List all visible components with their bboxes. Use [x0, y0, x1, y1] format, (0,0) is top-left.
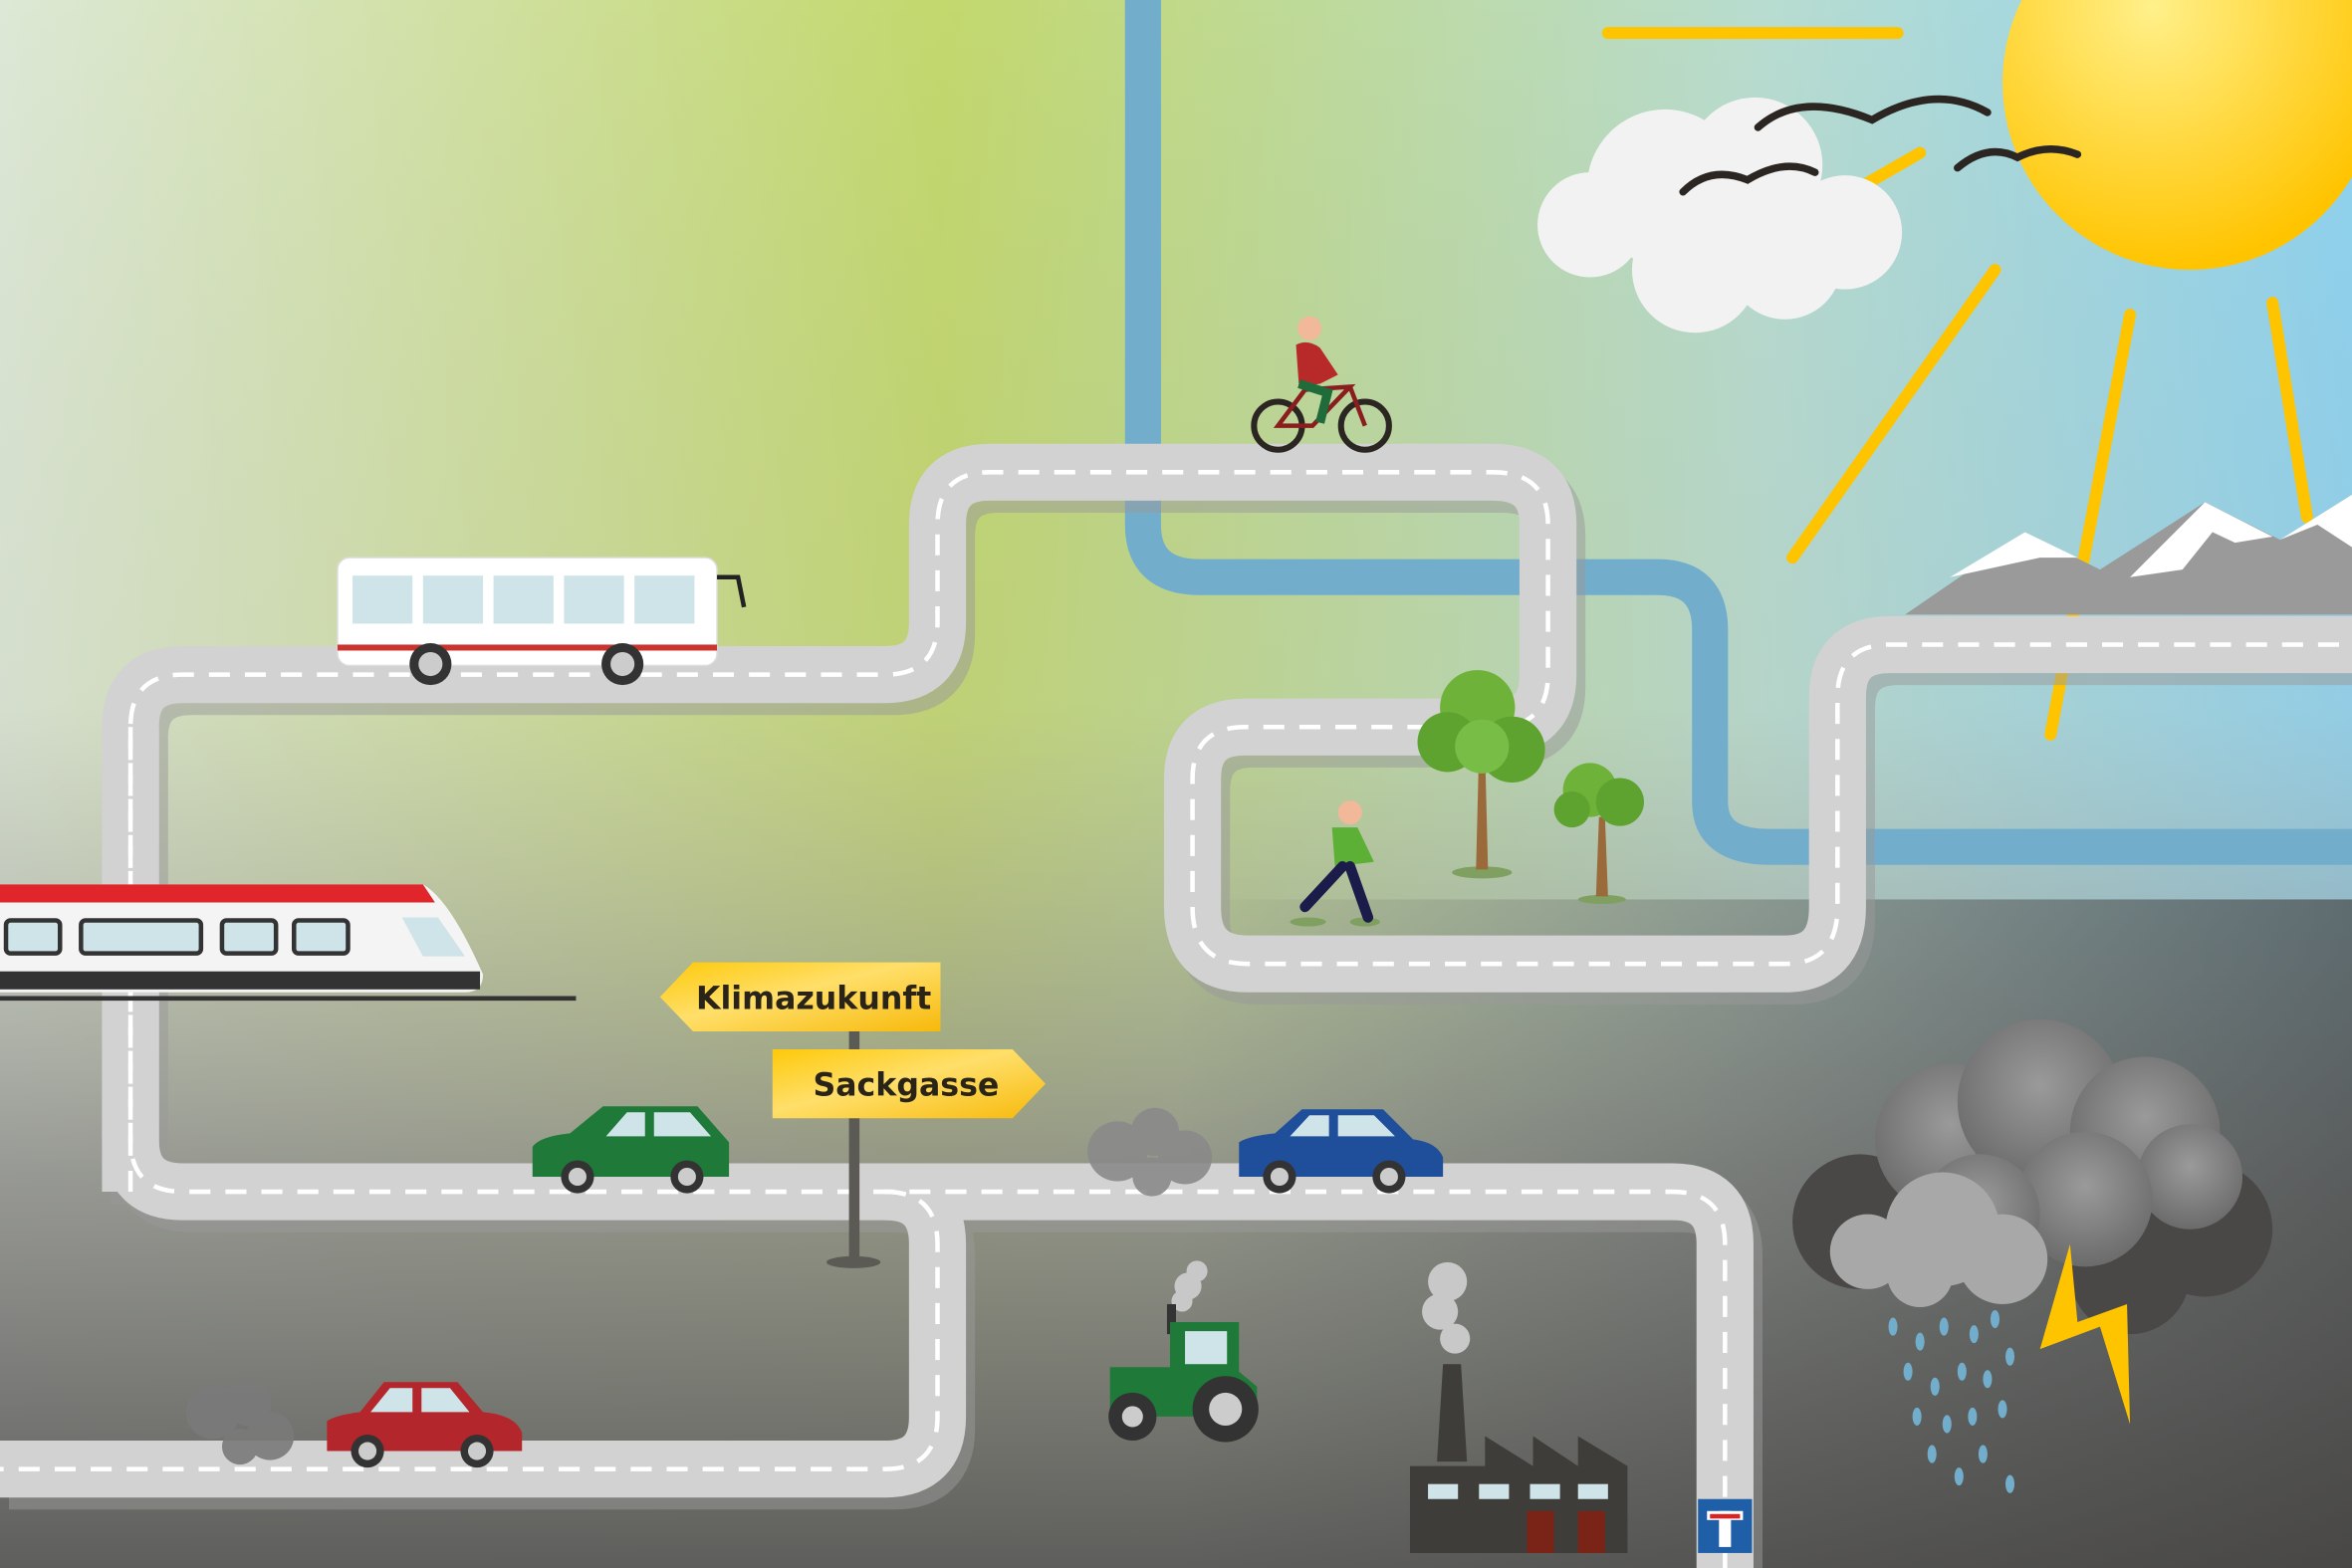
factory-icon	[1409, 1261, 1628, 1553]
signpost: Klimazukunft Sackgasse	[659, 962, 1046, 1268]
exhaust-smoke	[185, 1377, 295, 1465]
sign-sackgasse	[772, 1049, 1046, 1119]
red-car-icon	[327, 1382, 523, 1468]
birds-icon	[1679, 95, 2082, 196]
white-cloud	[1537, 97, 1903, 334]
sign-klimazukunft	[659, 962, 941, 1031]
roads	[0, 443, 2352, 1568]
rain-drops	[1888, 1310, 2015, 1493]
lightning-icon	[2039, 1243, 2131, 1425]
sign-sackgasse-label: Sackgasse	[813, 1068, 999, 1104]
pedestrian-icon	[1290, 800, 1380, 927]
train-icon	[0, 884, 577, 1002]
cyclist-icon	[1251, 316, 1392, 453]
exhaust-smoke	[1087, 1107, 1213, 1197]
tree-icon	[1417, 670, 1545, 879]
storm-cloud	[1792, 1018, 2273, 1493]
sign-klimazukunft-label: Klimazukunft	[696, 981, 931, 1016]
tractor-icon	[1108, 1260, 1259, 1443]
bus-icon	[337, 557, 747, 686]
dead-end-sign-icon	[1698, 1498, 1753, 1553]
sun-icon	[1601, 0, 2352, 741]
river	[1124, 0, 2352, 865]
green-car-icon	[532, 1106, 730, 1194]
tree-icon	[1553, 763, 1644, 904]
mountains	[1905, 494, 2352, 615]
blue-car-icon	[1239, 1109, 1444, 1194]
